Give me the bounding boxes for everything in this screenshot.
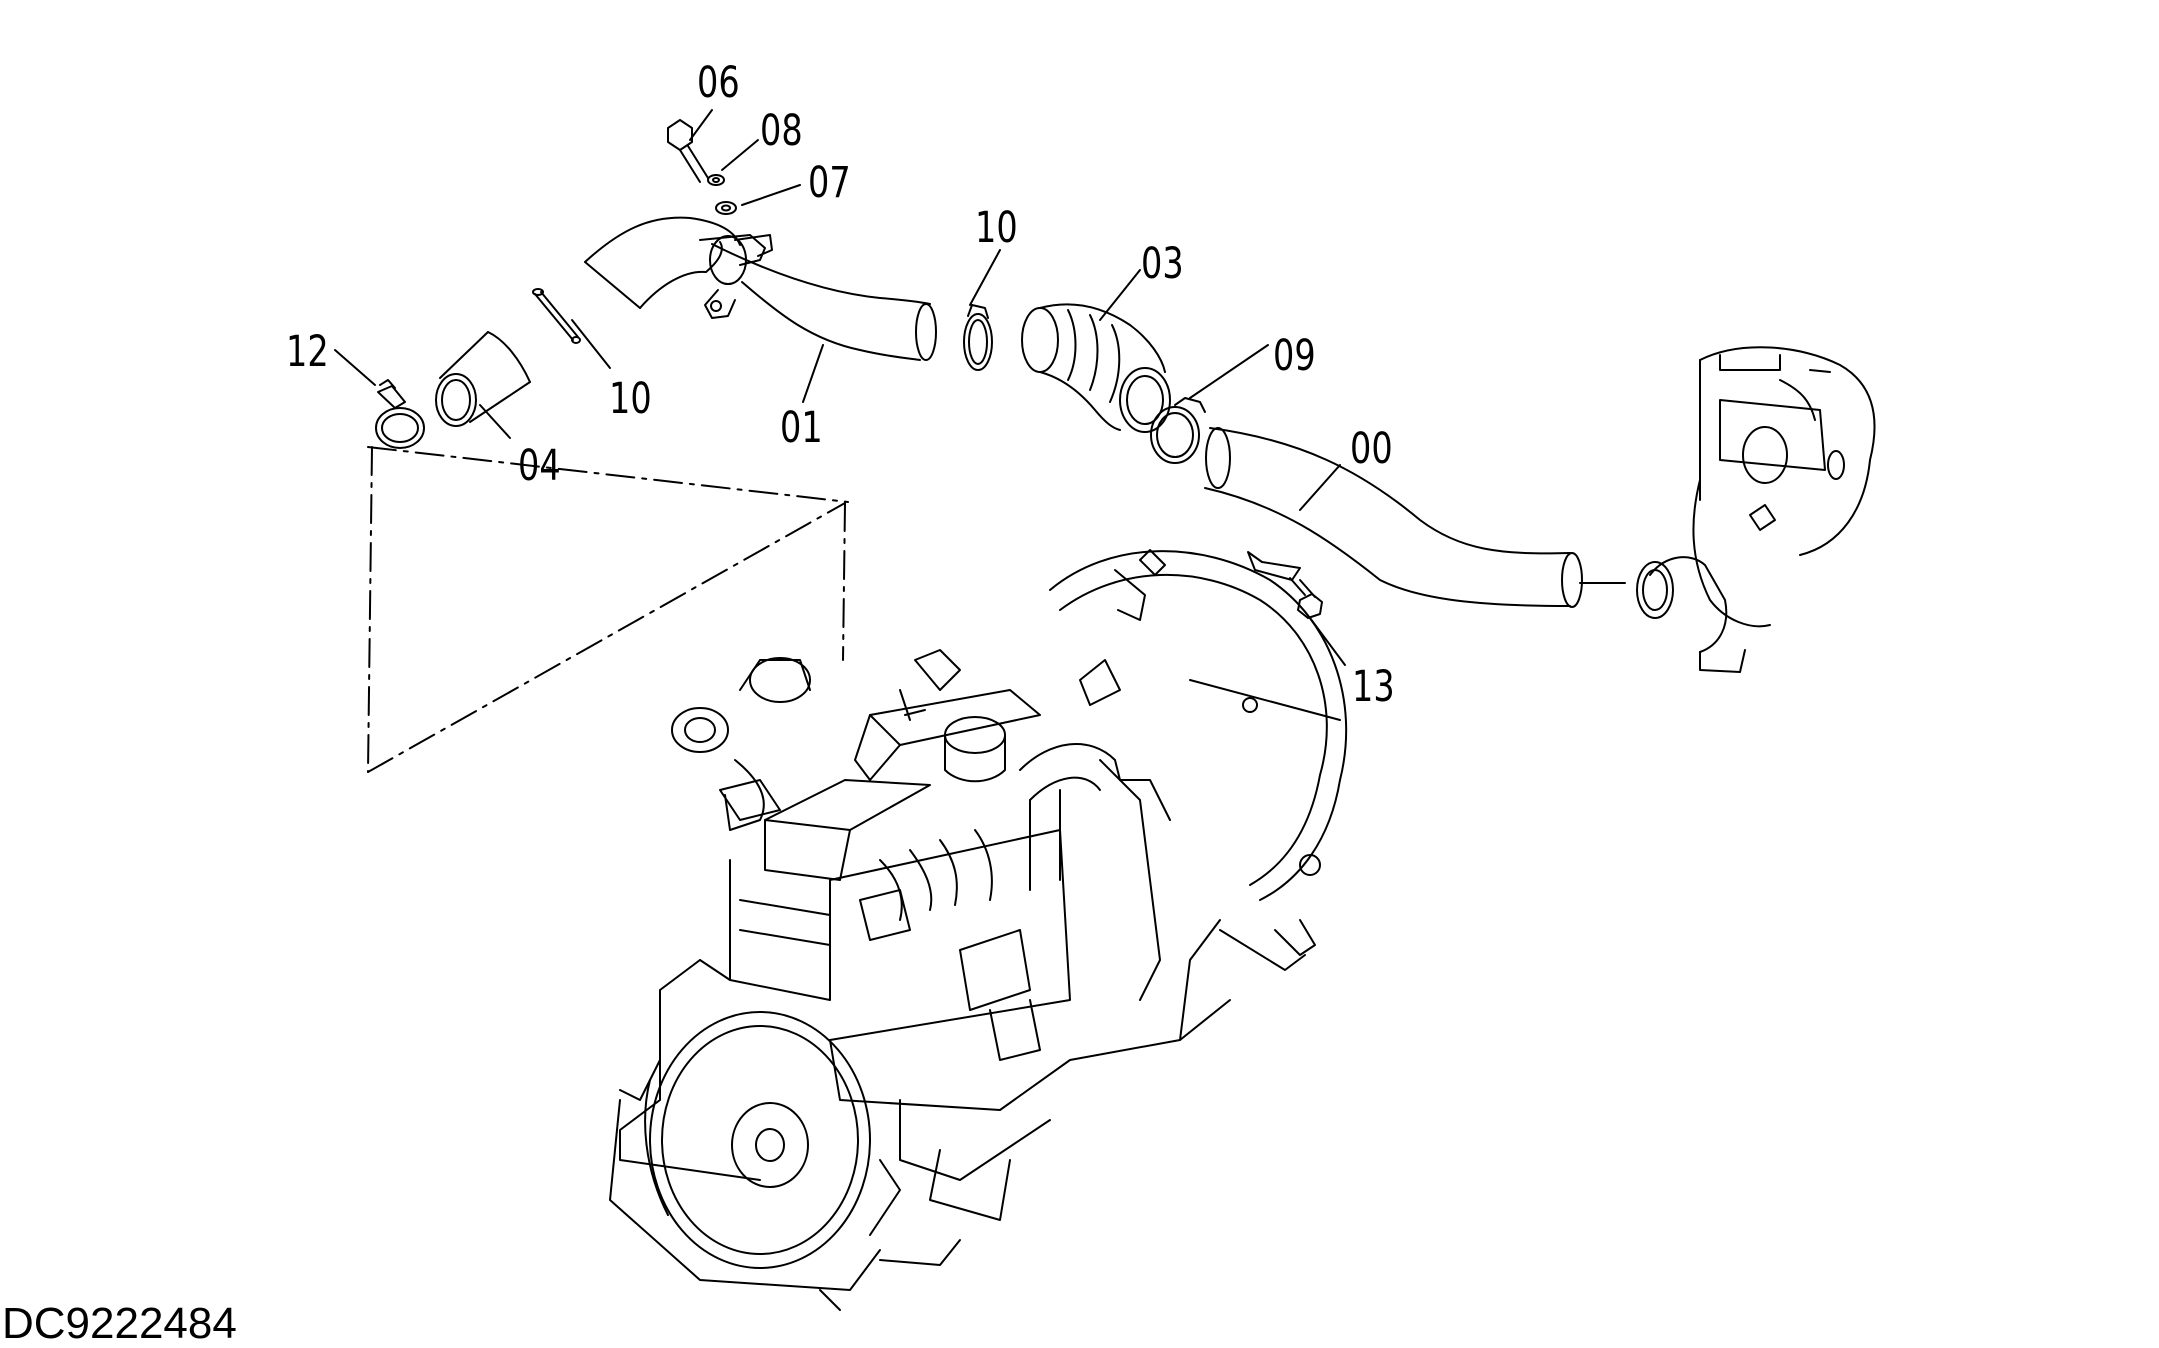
callout-08: 08 (760, 106, 803, 156)
washer-07 (715, 201, 737, 215)
leader-07 (741, 184, 801, 206)
leader-lines (334, 109, 1626, 666)
air-cleaner (1636, 346, 1876, 673)
clamp-09 (1150, 397, 1206, 464)
callout-12: 12 (286, 327, 329, 377)
callout-00: 00 (1350, 424, 1393, 474)
leader-10-left (571, 319, 611, 369)
leader-10-top (969, 249, 1001, 306)
flexible-hose-03 (1021, 303, 1171, 433)
pipe-00 (1204, 427, 1583, 608)
callout-01: 01 (780, 403, 823, 453)
leader-00 (1299, 464, 1341, 511)
callout-03: 03 (1141, 239, 1184, 289)
leader-12 (334, 349, 376, 386)
assembly-reference-lines (367, 446, 849, 773)
leader-09 (1189, 344, 1269, 399)
callout-09: 09 (1273, 331, 1316, 381)
leader-04 (479, 404, 511, 439)
callout-06: 06 (697, 58, 740, 108)
bolt-13 (1289, 577, 1323, 619)
leader-08 (721, 139, 759, 171)
document-id: DC9222484 (2, 1299, 237, 1348)
callout-13: 13 (1352, 662, 1395, 712)
pipe-01 (704, 234, 937, 361)
leader-06 (689, 109, 713, 141)
elbow-hose (584, 216, 766, 309)
callout-04: 04 (518, 441, 561, 491)
bolt-06 (667, 119, 709, 183)
leader-01 (802, 344, 824, 403)
callout-10-top: 10 (975, 203, 1018, 253)
engine-assembly (609, 549, 1348, 1311)
callout-07: 07 (808, 158, 851, 208)
pin-10-left (532, 288, 581, 344)
callout-10-left: 10 (609, 374, 652, 424)
reducer-hose-04 (435, 331, 531, 427)
washer-08 (707, 174, 725, 186)
clamp-10-top (963, 304, 993, 371)
clamp-12 (375, 379, 425, 449)
